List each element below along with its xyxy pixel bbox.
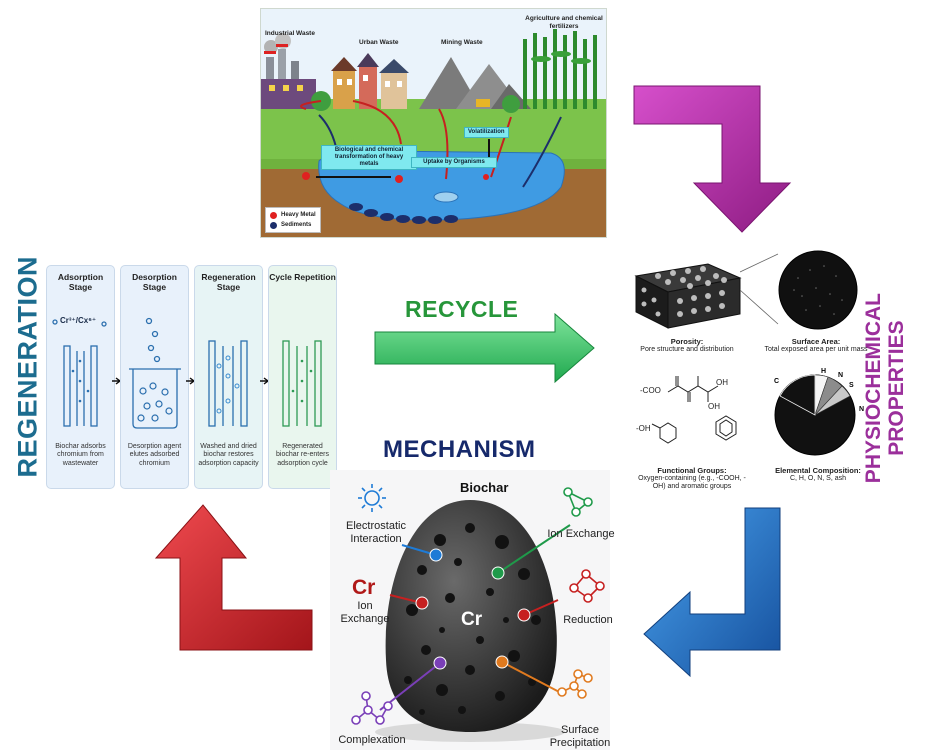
regeneration-title: REGENERATION — [12, 255, 43, 478]
magenta-cycle-arrow — [633, 85, 792, 233]
elemental-title: Elemental Composition: — [775, 466, 861, 475]
crops-icon — [523, 29, 597, 109]
elemental-composition-text: Elemental Composition: C, H, O, N, S, as… — [766, 466, 870, 483]
desorption-stage-card: Desorption Stage Desorption agent elutes… — [120, 265, 189, 489]
process-volatilization: Volatilization — [464, 127, 509, 138]
stage-description: Washed and dried biochar restores adsorp… — [198, 443, 259, 467]
surface-area-text: Surface Area: Total exposed area per uni… — [760, 337, 872, 354]
chem-label-coo: -COO — [640, 386, 661, 395]
process-uptake: Uptake by Organisms — [411, 157, 497, 168]
stage-title: Regeneration Stage — [201, 272, 256, 293]
chem-label-oh: OH — [716, 378, 728, 387]
mechanism-title: MECHANISM — [383, 436, 536, 463]
functional-groups-desc: Oxygen-containing (e.g., -COOH, -OH) and… — [638, 475, 746, 491]
porosity-text: Porosity: Pore structure and distributio… — [628, 337, 746, 354]
stage-title: Desorption Stage — [132, 272, 177, 293]
surface-area-desc: Total exposed area per unit mass — [764, 346, 868, 353]
elemental-desc: C, H, O, N, S, ash — [789, 475, 846, 482]
biochar-particle — [385, 500, 557, 732]
ion-exchange-molecule-icon — [563, 487, 593, 517]
cr-symbol: Cr — [352, 576, 376, 599]
source-agriculture: Agriculture and chemical fertilizers — [525, 15, 603, 30]
heavy-metal-dot-icon — [270, 211, 277, 219]
green-recycle-arrow — [374, 312, 595, 384]
stage-description: Desorption agent elutes adsorbed chromiu… — [127, 443, 182, 467]
legend-sediments: Sediments — [281, 222, 312, 228]
beaker-icon — [129, 317, 181, 429]
porosity-title: Porosity: — [670, 337, 704, 346]
biochar-center-cr: Cr — [461, 609, 483, 630]
pie-label-n: N — [859, 406, 865, 413]
cycle-column-icon — [282, 340, 322, 427]
porous-block-icon — [634, 263, 742, 329]
pollution-legend: Heavy Metal Sediments — [265, 207, 321, 233]
regeneration-stage-card: Regeneration Stage Washed and dried bioc… — [194, 265, 263, 489]
recycle-label: RECYCLE — [405, 296, 519, 322]
source-mining: Mining Waste — [441, 39, 483, 46]
complexation-molecule-icon — [351, 691, 393, 725]
houses-icon — [331, 53, 409, 109]
zoom-lines — [740, 253, 779, 325]
cycle-repetition-stage-card: Cycle Repetition Regenerated biochar re-… — [268, 265, 337, 489]
legend-heavy-metal: Heavy Metal — [281, 212, 316, 218]
complexation-label: Complexation — [338, 734, 406, 746]
blue-cycle-arrow — [643, 507, 781, 678]
process-transformation: Biological and chemical transformation o… — [321, 145, 417, 170]
biochar-mechanism-illustration — [351, 484, 605, 742]
surface-precipitation-label: Surface Precipitation — [549, 724, 611, 749]
adsorption-stage-card: Adsorption Stage Cr³⁺/Cx⁶⁺ Biochar adsor… — [46, 265, 115, 489]
red-cycle-arrow — [154, 504, 313, 651]
elemental-composition-pie — [774, 374, 856, 456]
reduction-label: Reduction — [563, 614, 613, 626]
heavy-metal-pollution-illustration: Industrial Waste Urban Waste Mining Wast… — [260, 8, 607, 238]
pollution-scene — [261, 9, 606, 237]
pie-label-n: N — [838, 372, 844, 379]
stage-title: Adsorption Stage — [57, 272, 104, 293]
functional-groups-structures — [651, 376, 737, 444]
surface-area-circle-icon — [778, 250, 858, 330]
chem-label-oh: -OH — [636, 424, 651, 433]
ion-exchange-left-label: Ion Exchange — [340, 600, 390, 625]
stage-description: Biochar adsorbs chromium from wastewater — [55, 443, 106, 467]
stage-description: Regenerated biochar re-enters adsorption… — [276, 443, 329, 467]
sun-icon — [358, 484, 386, 512]
pie-label-c: C — [774, 378, 780, 385]
functional-groups-text: Functional Groups: Oxygen-containing (e.… — [632, 466, 752, 492]
functional-groups-title: Functional Groups: — [657, 466, 727, 475]
sediments-dot-icon — [270, 221, 277, 229]
electrostatic-interaction-label: Electrostatic Interaction — [346, 520, 406, 545]
chromium-ion-label: Cr³⁺/Cx⁶⁺ — [60, 316, 97, 325]
precipitation-molecule-icon — [557, 669, 593, 699]
chem-label-oh: OH — [708, 402, 720, 411]
source-urban: Urban Waste — [359, 39, 399, 46]
regeneration-column-icon — [208, 340, 248, 427]
ion-exchange-right-label: Ion Exchange — [547, 528, 615, 540]
adsorption-column-icon — [52, 319, 107, 427]
biochar-label: Biochar — [460, 480, 509, 495]
reduction-molecule-icon — [569, 569, 605, 603]
surface-area-title: Surface Area: — [791, 337, 841, 346]
pie-label-s: S — [849, 382, 854, 389]
porosity-desc: Pore structure and distribution — [640, 346, 734, 353]
stage-title: Cycle Repetition — [269, 272, 336, 282]
source-industrial: Industrial Waste — [265, 30, 315, 37]
pie-label-h: H — [821, 368, 827, 375]
